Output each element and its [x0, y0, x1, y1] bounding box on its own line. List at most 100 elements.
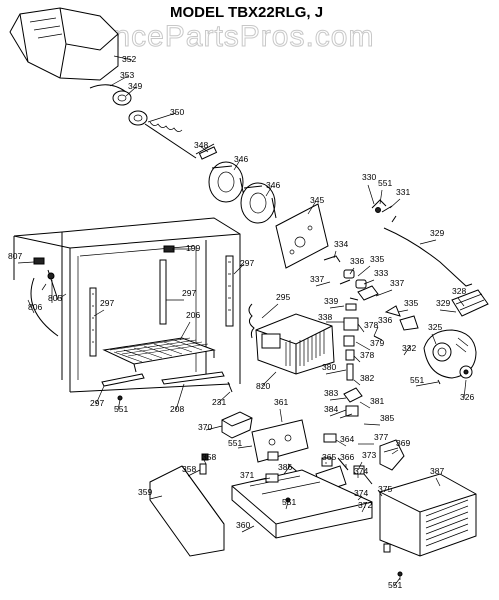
part-number-label: 384: [324, 404, 338, 414]
wire-shelf-drawing: [102, 337, 216, 373]
leader-line: [333, 250, 337, 259]
leader-line: [249, 477, 271, 483]
leader-line: [361, 503, 367, 513]
leader-line: [353, 379, 361, 386]
wiring-harness-drawing: [248, 303, 255, 339]
leader-line: [199, 145, 209, 153]
part-number-label: 208: [170, 404, 184, 414]
leader-line: [179, 321, 191, 341]
leader-line: [377, 489, 383, 497]
part-number-label: 381: [370, 396, 384, 406]
leader-line: [149, 495, 163, 500]
right-small-parts-drawing: [373, 305, 419, 341]
part-number-label: 295: [276, 292, 290, 302]
leader-line: [93, 309, 105, 317]
drip-tray-base-drawing: [231, 469, 373, 539]
part-number-label: 369: [396, 438, 410, 448]
leader-line: [379, 189, 383, 205]
leader-line: [353, 355, 361, 363]
leader-line: [203, 459, 207, 465]
leader-line: [355, 341, 371, 351]
leader-line: [175, 383, 185, 411]
part-number-label: 551: [388, 580, 402, 590]
part-number-label: 805: [48, 293, 62, 303]
leader-line: [329, 305, 345, 309]
leader-line: [147, 112, 177, 123]
part-number-label: 331: [396, 187, 410, 197]
motor-assembly-drawing: [423, 329, 477, 385]
part-number-label: 372: [358, 500, 372, 510]
part-number-label: 371: [240, 470, 254, 480]
leader-line: [403, 345, 411, 356]
part-number-label: 375: [378, 484, 392, 494]
leader-line: [205, 425, 223, 431]
part-number-label: 385: [380, 413, 394, 423]
part-number-label: 330: [362, 172, 376, 182]
part-number-label: 551: [410, 375, 424, 385]
part-number-label: 349: [128, 81, 142, 91]
leader-line: [261, 303, 279, 319]
part-number-label: 325: [428, 322, 442, 332]
dispenser-drums-drawing: [195, 143, 277, 224]
ice-bucket-drawing: [9, 7, 119, 81]
part-number-label: 382: [360, 373, 374, 383]
part-number-label: 345: [310, 195, 324, 205]
leader-line: [329, 397, 347, 401]
part-number-label: 335: [370, 254, 384, 264]
part-number-label: 387: [430, 466, 444, 476]
part-number-label: 551: [228, 438, 242, 448]
switch-drawing: [221, 411, 253, 439]
leader-line: [27, 299, 35, 314]
leader-line: [233, 263, 245, 275]
leader-line: [17, 261, 35, 264]
mounting-plate-drawing: [275, 203, 329, 269]
part-labels: 3523533493503483463463453305513313291992…: [8, 54, 474, 590]
leader-line: [431, 333, 437, 345]
part-number-label: 373: [362, 450, 376, 460]
part-number-label: 199: [186, 243, 200, 253]
part-number-label: 820: [256, 381, 270, 391]
shelf-rails-drawing: [101, 371, 233, 401]
leader-line: [261, 371, 277, 387]
leader-line: [187, 469, 201, 477]
leader-line: [279, 408, 283, 423]
freezer-cabinet-drawing: [13, 217, 241, 393]
part-number-label: 297: [240, 258, 254, 268]
part-number-label: 297: [90, 398, 104, 408]
part-number-label: 352: [122, 54, 136, 64]
leader-line: [367, 184, 375, 205]
part-number-label: 353: [120, 70, 134, 80]
rod-drawing: [383, 227, 473, 287]
leader-line: [335, 439, 347, 447]
leader-line: [117, 399, 121, 411]
part-number-label: 328: [452, 286, 466, 296]
part-number-label: 370: [198, 422, 212, 432]
leader-line: [419, 239, 437, 245]
leader-line: [357, 461, 363, 471]
part-number-label: 807: [8, 251, 22, 261]
part-number-label: 378: [364, 320, 378, 330]
part-number-label: 365: [322, 452, 336, 462]
part-number-label: 336: [350, 256, 364, 266]
part-number-label: 551: [282, 497, 296, 507]
part-number-label: 332: [402, 343, 416, 353]
part-number-label: 383: [324, 388, 338, 398]
leader-line: [315, 281, 331, 287]
leader-line: [237, 445, 253, 449]
part-number-label: 386: [278, 462, 292, 472]
part-number-label: 333: [374, 268, 388, 278]
leader-line: [359, 401, 371, 409]
part-number-label: 359: [138, 487, 152, 497]
leader-line: [415, 381, 439, 387]
leader-line: [113, 55, 133, 61]
leader-line: [241, 525, 255, 533]
leader-line: [357, 265, 371, 277]
part-number-label: 336: [378, 315, 392, 325]
auger-parts-drawing: [89, 84, 197, 159]
part-number-label: 361: [274, 397, 288, 407]
part-number-label: 329: [436, 298, 450, 308]
part-number-label: 551: [378, 178, 392, 188]
diagram-title: MODEL TBX22RLG, J: [170, 4, 323, 21]
leader-line: [393, 577, 401, 587]
